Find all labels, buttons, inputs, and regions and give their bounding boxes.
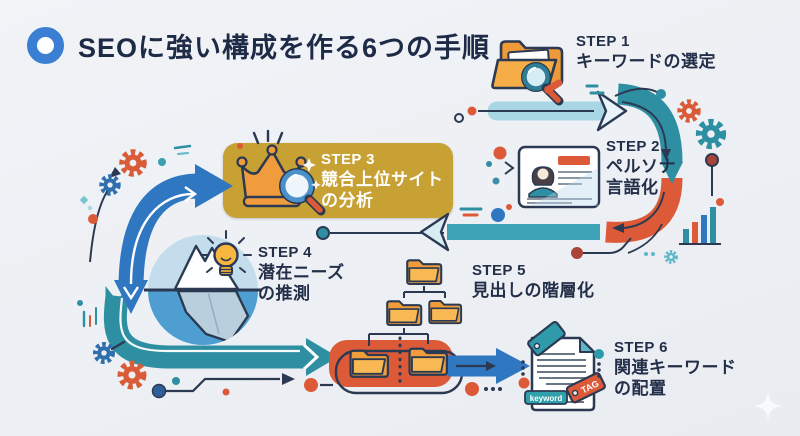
document-tags-icon: TAG keyword [524,320,606,412]
step-2-number: STEP 2 [606,138,660,155]
step-1-number: STEP 1 [576,33,630,50]
step-2-title-2: 言語化 [606,178,659,198]
iceberg-lightbulb-icon [144,230,262,345]
pin-icon [705,153,724,206]
crown-search-icon [236,129,326,216]
persona-card-icon [517,145,601,209]
step-4-label: STEP 4 潜在ニーズ の推測 [258,244,345,304]
arrow-step2-to-step3 [316,212,663,254]
step-3-title-2: の分析 [321,191,374,211]
step-6-number: STEP 6 [614,339,668,356]
arrow-step3-highlight [89,164,233,314]
title-bar: SEOに強い構成を作る6つの手順 [27,26,490,65]
page-title: SEOに強い構成を作る6つの手順 [78,33,491,63]
arrow-start-band [454,90,628,132]
arrow-step5-to-step6 [448,348,530,384]
orange-tag-icon: TAG [565,372,606,404]
step-5-label: STEP 5 見出しの階層化 [472,262,595,301]
decorative-line-bottom [151,373,333,399]
decorative-dots-left [77,144,192,351]
lightbulb-icon [200,230,252,276]
step-4-title-2: の推測 [258,284,311,304]
step-2-label: STEP 2 ペルソナ 言語化 [606,138,676,198]
step-1-label: STEP 1 キーワードの選定 [576,33,716,72]
step-4-number: STEP 4 [258,244,312,261]
arrow-step4-to-step5 [103,286,338,376]
decorative-dots-top [459,79,666,259]
step-6-label: STEP 6 関連キーワード の配置 [614,339,737,399]
bar-chart-icon [679,207,721,245]
step-3-label: STEP 3 競合上位サイト の分析 [321,151,444,211]
step-1-title: キーワードの選定 [576,52,716,71]
teal-tag-icon [527,320,566,357]
arrow-step1-to-step2 [605,83,683,243]
decorative-dots-step6 [465,349,604,396]
step-5-title: 見出しの階層化 [472,281,595,300]
step-4-title: 潜在ニーズ [258,263,345,282]
step-3-number: STEP 3 [321,151,375,168]
keyword-badge-label: keyword [530,394,563,403]
keyword-badge: keyword [524,390,568,405]
step-6-title: 関連キーワード [614,358,737,377]
sparkle-icon [754,392,782,420]
folder-search-icon [491,40,564,106]
step-5-number: STEP 5 [472,262,526,279]
folder-tree-icon [349,259,463,388]
step-2-title: ペルソナ [606,157,676,176]
title-donut-icon [27,27,64,64]
step-6-title-2: の配置 [614,379,667,399]
step-3-title: 競合上位サイト [321,170,444,189]
